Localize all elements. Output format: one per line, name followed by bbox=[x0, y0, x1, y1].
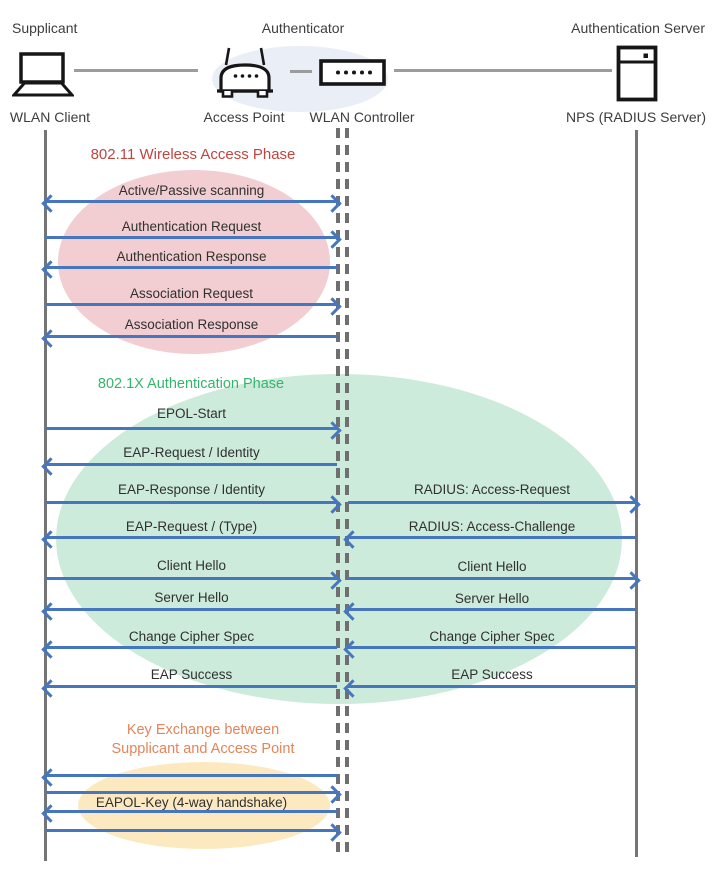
message-label: Authentication Response bbox=[116, 249, 267, 264]
phase-title-key-exchange-line1: Key Exchange between bbox=[126, 722, 280, 738]
connector-line-client-ap bbox=[74, 69, 198, 72]
arrow-authentication-request bbox=[46, 236, 337, 239]
message-label: Change Cipher Spec bbox=[429, 629, 555, 644]
lifeline-controller-dashed-1 bbox=[336, 128, 340, 855]
wlan-controller-icon bbox=[319, 59, 386, 86]
message-label: Client Hello bbox=[457, 559, 527, 574]
message-label: EAP Success bbox=[451, 667, 533, 682]
message-label: Server Hello bbox=[454, 591, 530, 606]
arrow-association-request bbox=[46, 303, 337, 306]
arrow-eap-request-type bbox=[46, 536, 337, 539]
phase-title-key-exchange-line2: Supplicant and Access Point bbox=[111, 741, 295, 757]
server-icon bbox=[616, 45, 658, 102]
message-label: RADIUS: Access-Request bbox=[413, 482, 571, 497]
laptop-icon bbox=[12, 52, 74, 97]
arrow-eapol-key-3 bbox=[46, 810, 337, 813]
arrow-association-response bbox=[46, 335, 337, 338]
device-label-nps-radius-server: NPS (RADIUS Server) bbox=[565, 109, 707, 125]
message-label: Client Hello bbox=[156, 558, 227, 573]
arrow-authentication-response bbox=[46, 266, 337, 269]
phase-title-8021x: 802.1X Authentication Phase bbox=[97, 376, 285, 392]
device-label-wlan-client: WLAN Client bbox=[9, 109, 91, 125]
arrow-eap-response-identity bbox=[46, 501, 337, 504]
arrow-eap-request-identity bbox=[46, 463, 337, 466]
phase-title-80211: 802.11 Wireless Access Phase bbox=[90, 146, 296, 163]
role-label-authentication-server: Authentication Server bbox=[571, 20, 705, 36]
device-label-wlan-controller: WLAN Controller bbox=[309, 109, 415, 125]
arrow-radius-access-request bbox=[348, 501, 636, 504]
role-label-authenticator: Authenticator bbox=[261, 20, 345, 36]
arrow-server-hello-left bbox=[46, 608, 337, 611]
arrow-change-cipher-spec-left bbox=[46, 646, 337, 649]
arrow-active-passive-scanning bbox=[46, 200, 337, 203]
message-label: Change Cipher Spec bbox=[128, 629, 255, 644]
lifeline-controller-dashed-2 bbox=[345, 128, 349, 855]
message-label: EPOL-Start bbox=[156, 406, 227, 421]
arrow-eapol-key-2 bbox=[46, 791, 337, 794]
arrow-change-cipher-spec-right bbox=[348, 646, 636, 649]
message-label: Authentication Request bbox=[121, 219, 262, 234]
message-label: EAP-Request / (Type) bbox=[125, 519, 258, 534]
access-point-icon bbox=[217, 47, 273, 98]
message-label: EAP-Response / Identity bbox=[117, 482, 266, 497]
message-label: Association Request bbox=[129, 286, 254, 301]
message-label: Association Response bbox=[124, 317, 259, 332]
connector-dash-ap-controller bbox=[290, 70, 312, 73]
lifeline-server bbox=[635, 130, 638, 857]
arrow-eapol-key-4 bbox=[46, 829, 337, 832]
message-label: Active/Passive scanning bbox=[118, 183, 265, 198]
role-label-supplicant: Supplicant bbox=[12, 20, 78, 36]
arrow-server-hello-right bbox=[348, 608, 636, 611]
arrow-eap-success-right bbox=[348, 685, 636, 688]
lifeline-supplicant bbox=[44, 130, 47, 861]
connector-line-controller-server bbox=[394, 69, 612, 72]
phase-title-key-exchange: Key Exchange between Supplicant and Acce… bbox=[74, 721, 332, 759]
arrow-epol-start bbox=[46, 427, 337, 430]
arrow-client-hello-right bbox=[348, 577, 636, 580]
arrow-eapol-key-1 bbox=[46, 774, 337, 777]
device-label-access-point: Access Point bbox=[203, 109, 285, 125]
message-label: RADIUS: Access-Challenge bbox=[408, 519, 576, 534]
message-label: EAP-Request / Identity bbox=[123, 445, 260, 460]
message-label: EAPOL-Key (4-way handshake) bbox=[95, 795, 288, 810]
arrow-client-hello-left bbox=[46, 577, 337, 580]
arrow-eap-success-left bbox=[46, 685, 337, 688]
message-label: Server Hello bbox=[154, 590, 229, 605]
message-label: EAP Success bbox=[150, 667, 233, 682]
arrow-radius-access-challenge bbox=[348, 536, 636, 539]
